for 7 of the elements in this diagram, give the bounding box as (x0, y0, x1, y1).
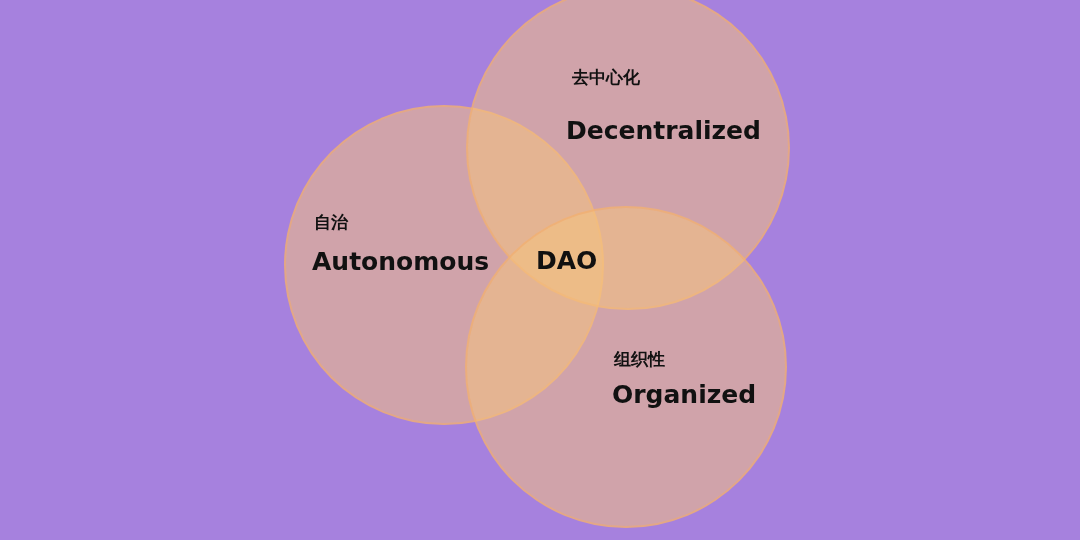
circle-subtitle: 自治 (314, 211, 348, 234)
circle-title: Decentralized (566, 116, 761, 145)
circle-title: Organized (612, 380, 757, 409)
circle-title: Autonomous (312, 247, 490, 276)
circle-subtitle: 组织性 (614, 348, 665, 371)
center-label: DAO (536, 246, 598, 275)
circle-subtitle: 去中心化 (572, 66, 640, 89)
